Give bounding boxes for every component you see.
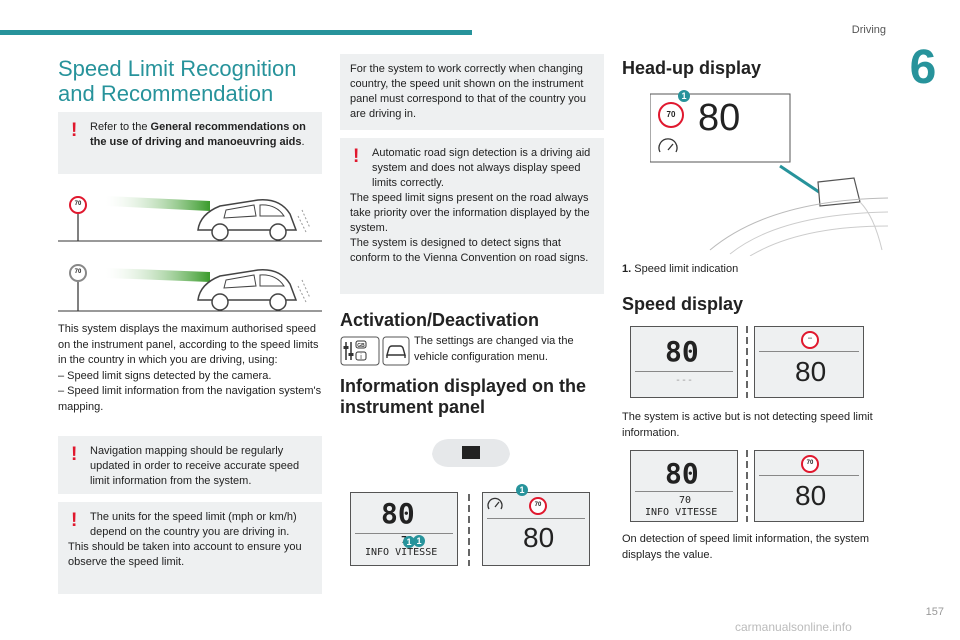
speed-display-heading: Speed display <box>622 294 744 314</box>
svg-text:i: i <box>360 354 362 361</box>
note-link-text: General recommendations on the use of dr… <box>90 121 306 148</box>
note-text: The units for the speed limit (mph or km… <box>90 511 297 538</box>
watermark: carmanualsonline.info <box>735 620 852 634</box>
intro-text: This system displays the maximum authori… <box>58 323 319 366</box>
speed-value: 80 <box>381 497 415 530</box>
callout-1-badge: 1 <box>413 535 425 547</box>
warning-icon: ! <box>71 444 78 465</box>
note-text: For the system to work correctly when ch… <box>350 63 587 120</box>
legend-number: 1. <box>622 263 632 275</box>
speed-value: 80 <box>523 522 555 553</box>
hud-speed-value: 80 <box>698 97 741 139</box>
car-sign-illustration-1: 70 <box>58 186 322 244</box>
info-vitesse-label: INFO VITESSE <box>365 547 438 558</box>
panel-separator <box>746 450 748 522</box>
chapter-number: 6 <box>909 41 937 94</box>
panel-separator <box>468 494 470 566</box>
page-title: Speed Limit Recognition and Recommendati… <box>58 56 297 106</box>
panel-separator <box>746 326 748 398</box>
instrument-panel-heading: Information displayed on the instrument … <box>340 376 587 417</box>
warning-icon: ! <box>71 120 78 141</box>
cluster-panel-sign: 70 80 <box>482 492 590 566</box>
speed-panel-detected-sign: 70 80 <box>754 450 864 522</box>
settings-icon: GB i <box>340 336 380 366</box>
note-sign-detection: ! Automatic road sign detection is a dri… <box>340 138 604 294</box>
note-text-3: The system is designed to detect signs t… <box>350 237 589 264</box>
speed-panel-detected: 80 70 INFO VITESSE <box>630 450 738 522</box>
speed-panel-inactive-sign: -- 80 <box>754 326 864 398</box>
vehicle-icon <box>382 336 410 366</box>
callout-1-badge-right: 1 <box>516 484 528 496</box>
inactive-description: The system is active but is not detectin… <box>622 411 873 439</box>
instrument-cluster-graphic <box>428 436 514 470</box>
hud-illustration: 70 80 1 <box>649 90 890 257</box>
legend-text: Speed limit indication <box>634 263 739 275</box>
note-speed-units: ! The units for the speed limit (mph or … <box>58 502 322 594</box>
note-text: Refer to the <box>90 121 151 133</box>
page-number: 157 <box>925 606 944 618</box>
col1-title: Speed Limit Recognition and Recommendati… <box>58 56 322 106</box>
warning-icon: ! <box>353 146 360 167</box>
speed-value: 80 <box>795 480 827 511</box>
car-sign-illustration-2: 70 <box>58 256 322 314</box>
section-label: Driving <box>851 24 886 36</box>
activation-text: The settings are changed via the vehicle… <box>414 335 574 363</box>
speed-limit-sign: 70 <box>801 455 819 473</box>
gb-label: GB <box>357 343 365 349</box>
note-general-recommendations: ! Refer to the General recommendations o… <box>58 112 322 174</box>
header-accent-bar <box>0 30 472 35</box>
note-text-2: This should be taken into account to ens… <box>68 541 302 568</box>
hud-speed-sign: 70 <box>658 102 684 128</box>
note-text-2: The speed limit signs present on the roa… <box>350 192 590 234</box>
note-text-end: . <box>301 136 305 148</box>
speed-limiter-icon <box>658 138 678 153</box>
speed-limit-value: 70 <box>679 495 692 506</box>
speed-limit-sign: 70 <box>529 497 547 515</box>
speed-panel-inactive: 80 --- <box>630 326 738 398</box>
cluster-panel-info: 80 70 INFO VITESSE 1 <box>350 492 458 566</box>
bullet-camera: – Speed limit signs detected by the came… <box>58 369 272 382</box>
activation-heading: Activation/Deactivation <box>340 310 540 330</box>
intro-paragraph: This system displays the maximum authori… <box>58 322 322 415</box>
info-vitesse-label: INFO VITESSE <box>645 507 718 518</box>
speed-limiter-icon <box>487 497 503 510</box>
speed-value: 80 <box>665 457 699 490</box>
speed-limit-sign-navigation: 70 <box>69 264 87 282</box>
detected-description: On detection of speed limit information,… <box>622 533 870 561</box>
note-text: Navigation mapping should be regularly u… <box>90 445 300 487</box>
note-text: Automatic road sign detection is a drivi… <box>372 147 591 189</box>
speed-limit-sign: 70 <box>69 196 87 214</box>
note-navigation-mapping: ! Navigation mapping should be regularly… <box>58 436 322 494</box>
bullet-navigation: – Speed limit information from the navig… <box>58 385 322 413</box>
speed-value: 80 <box>795 356 827 387</box>
note-changing-country: For the system to work correctly when ch… <box>340 54 604 130</box>
hud-heading: Head-up display <box>622 58 762 78</box>
warning-icon: ! <box>71 510 78 531</box>
hud-legend: 1. Speed limit indication <box>622 262 888 278</box>
no-limit-dashes: --- <box>675 375 694 386</box>
callout-1-badge: 1 <box>678 90 690 102</box>
empty-speed-sign: -- <box>801 331 819 349</box>
speed-value: 80 <box>665 335 699 368</box>
callout-1-badge-left: 1 <box>403 536 415 548</box>
